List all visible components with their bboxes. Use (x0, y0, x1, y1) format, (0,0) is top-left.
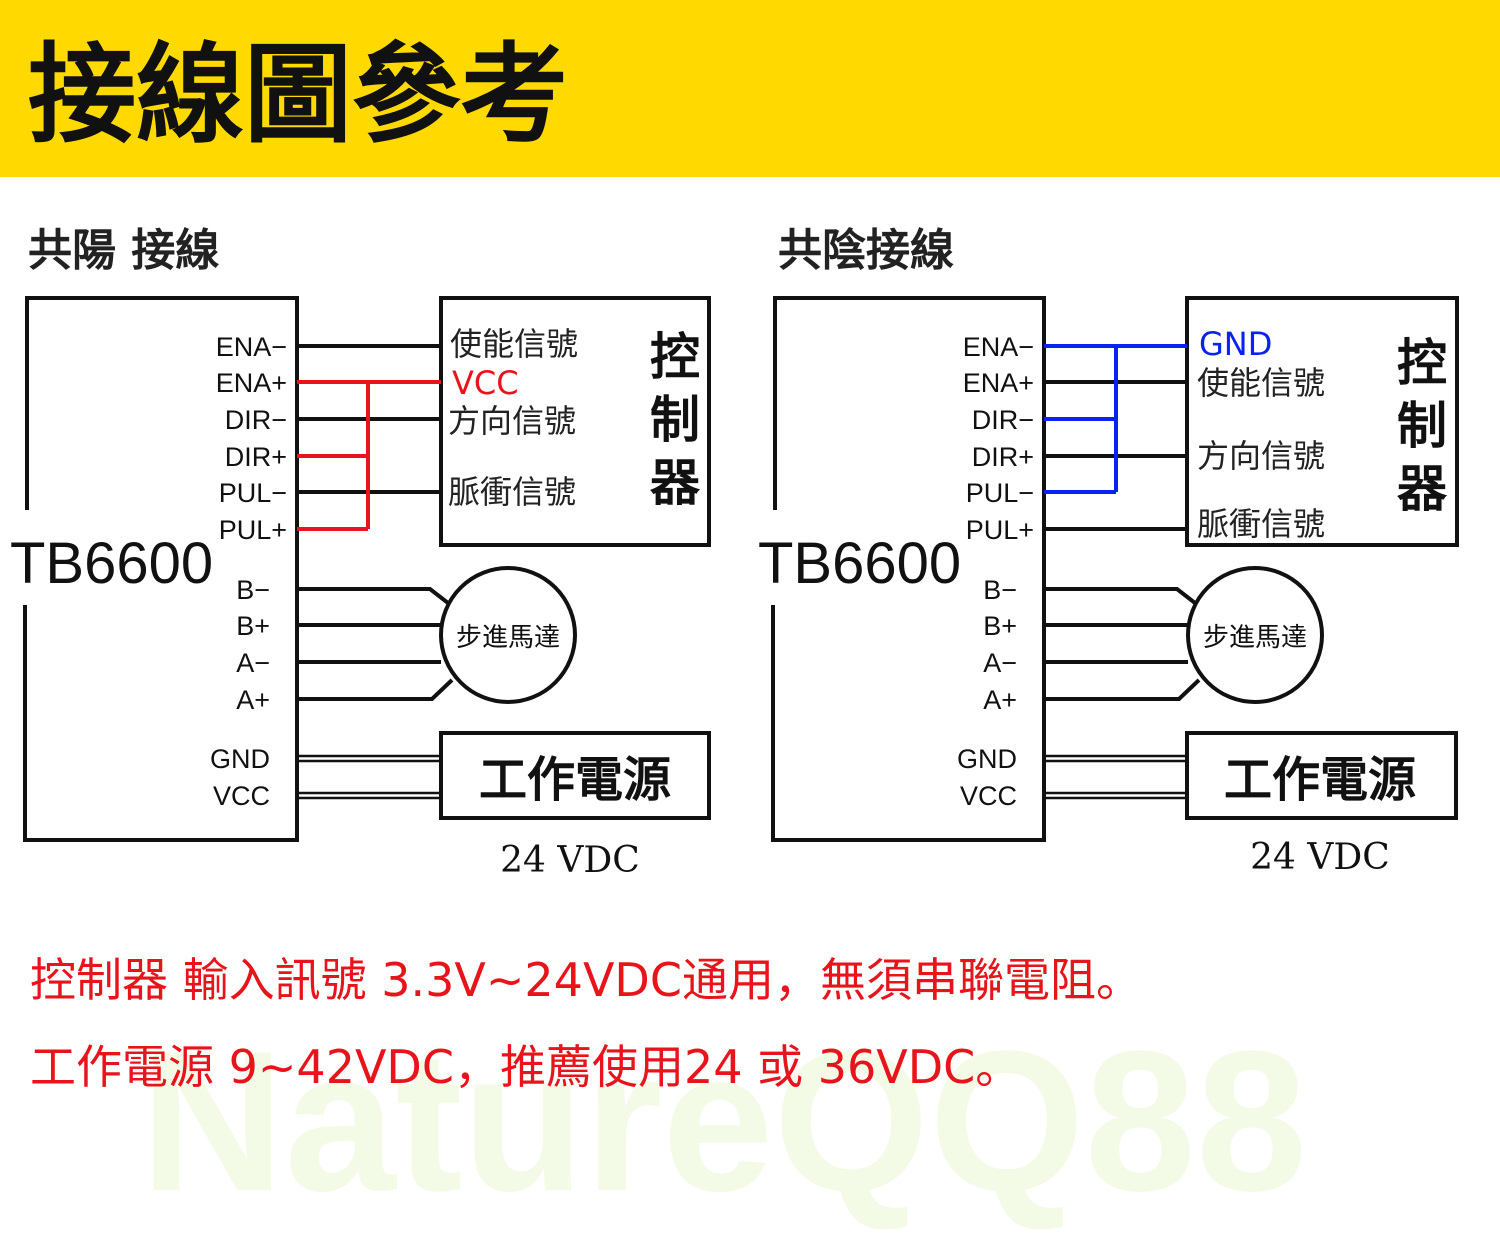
power-supply-box (439, 731, 711, 820)
motor-wires (1044, 587, 1201, 701)
common-anode-wires (297, 380, 441, 531)
driver-box (771, 296, 1046, 842)
controller-char: 控 (650, 328, 700, 386)
motor-wires (297, 587, 454, 701)
pin-label: ENA− (216, 332, 287, 362)
note-power-range: 工作電源 9~42VDC，推薦使用24 或 36VDC。 (30, 1040, 1021, 1094)
diagram-title: 共陽 接線 (28, 225, 219, 276)
pin-label: ENA− (963, 332, 1034, 362)
pin-label: GND (210, 744, 270, 774)
power-wires (1044, 754, 1187, 800)
signal-label: 使能信號 (450, 325, 578, 363)
pin-label: PUL+ (966, 515, 1034, 545)
pin-label: GND (957, 744, 1017, 774)
pin-labels: ENA− ENA+ DIR− DIR+ PUL− PUL+ B− B+ A− A… (210, 332, 287, 811)
stepper-motor (439, 566, 577, 704)
gnd-label: GND (1199, 325, 1272, 363)
signal-label: 方向信號 (1197, 437, 1325, 475)
pin-label: PUL+ (219, 515, 287, 545)
pin-label: B− (236, 575, 270, 605)
pin-label: A− (236, 648, 270, 678)
pin-label: A+ (236, 685, 270, 715)
controller-char: 器 (1397, 460, 1448, 518)
pin-label: A+ (983, 685, 1017, 715)
power-voltage: 24 VDC (1250, 837, 1390, 878)
watermark: NatureQQ88 (140, 1010, 1307, 1233)
diagram-title: 共陰接線 (778, 225, 954, 276)
driver-box (23, 296, 299, 842)
signal-wires (1044, 344, 1187, 531)
controller-char: 制 (1397, 397, 1447, 455)
pin-label: ENA+ (963, 368, 1034, 398)
common-cathode-diagram: 共陰接線 TB6600 ENA− ENA+ DIR− DIR+ PUL− PUL… (758, 225, 1459, 878)
motor-label: 步進馬達 (456, 623, 560, 653)
pin-label: DIR− (972, 405, 1034, 435)
pin-label: DIR+ (225, 442, 287, 472)
controller-char: 器 (650, 454, 701, 512)
pin-label: B+ (236, 611, 270, 641)
pin-label: VCC (960, 781, 1017, 811)
signal-label: 脈衝信號 (448, 473, 576, 511)
pin-labels: ENA− ENA+ DIR− DIR+ PUL− PUL+ B− B+ A− A… (957, 332, 1034, 811)
driver-name: TB6600 (758, 531, 961, 596)
pin-label: DIR− (225, 405, 287, 435)
vcc-label: VCC (452, 364, 519, 402)
pin-label: B+ (983, 611, 1017, 641)
pin-label: PUL− (966, 478, 1034, 508)
power-wires (297, 754, 441, 800)
pin-label: PUL− (219, 478, 287, 508)
common-anode-diagram: 共陽 接線 TB6600 ENA− ENA+ DIR− DIR+ PUL− PU… (10, 225, 711, 881)
common-cathode-wires (1044, 344, 1187, 494)
power-label: 工作電源 (479, 752, 671, 808)
signal-wires (297, 344, 441, 531)
driver-name: TB6600 (10, 531, 213, 596)
signal-label: 脈衝信號 (1197, 505, 1325, 543)
controller-box (1185, 296, 1459, 547)
controller-char: 制 (650, 391, 700, 449)
pin-label: B− (983, 575, 1017, 605)
pin-label: ENA+ (216, 368, 287, 398)
power-label: 工作電源 (1224, 752, 1416, 808)
signal-label: 使能信號 (1197, 364, 1325, 402)
pin-label: DIR+ (972, 442, 1034, 472)
motor-label: 步進馬達 (1203, 623, 1307, 653)
power-voltage: 24 VDC (500, 840, 640, 881)
signal-label: 方向信號 (448, 402, 576, 440)
note-signal-input: 控制器 輸入訊號 3.3V~24VDC通用，無須串聯電阻。 (30, 953, 1142, 1007)
pin-label: VCC (213, 781, 270, 811)
header-banner (0, 0, 1500, 177)
controller-box (439, 296, 711, 547)
controller-char: 控 (1397, 334, 1447, 392)
power-supply-box (1185, 731, 1458, 820)
page-title: 接線圖參考 (28, 33, 568, 158)
pin-label: A− (983, 648, 1017, 678)
stepper-motor (1186, 566, 1324, 704)
